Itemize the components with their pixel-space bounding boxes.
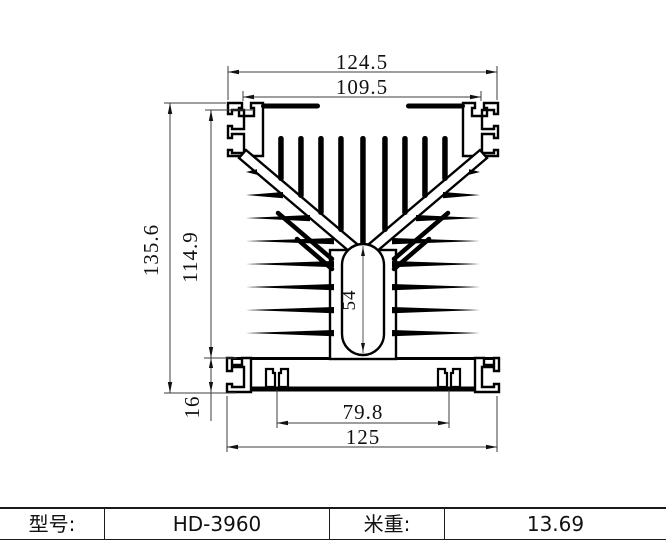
arrowhead xyxy=(486,444,497,450)
arrowhead xyxy=(208,382,214,392)
arrowhead xyxy=(243,94,254,100)
dim-bottom-outer xyxy=(226,396,498,452)
top-corner-block xyxy=(226,101,265,158)
side-fin xyxy=(246,238,334,245)
dim-fin-height-label: 114.9 xyxy=(178,231,202,282)
top-fin-stub xyxy=(261,103,320,109)
arrowhead xyxy=(208,110,214,121)
dim-overall-height-label: 135.6 xyxy=(139,224,163,276)
model-label-cell: 型号: xyxy=(0,509,105,539)
center-fin xyxy=(382,136,388,232)
dim-bottom-inner-label: 79.8 xyxy=(343,400,384,424)
center-fin xyxy=(338,136,344,232)
center-fin xyxy=(402,136,408,215)
arrowhead xyxy=(486,69,497,75)
arrowhead xyxy=(208,347,214,358)
arrowhead xyxy=(208,358,214,368)
heatsink-profile-drawing: 54 124.5 109.5 135.6 114.9 16 xyxy=(139,50,666,452)
side-fin xyxy=(246,169,257,175)
arrowhead xyxy=(361,247,365,256)
center-fin xyxy=(278,136,284,181)
center-fin-array xyxy=(278,136,448,247)
screw-boss-leg xyxy=(277,367,290,389)
dim-fin-height xyxy=(204,109,254,359)
dim-overall-height xyxy=(164,102,236,394)
center-fin xyxy=(298,136,304,198)
weight-label-cell: 米重: xyxy=(330,509,445,539)
inner-diagonal-fin xyxy=(275,210,335,262)
center-slot: 54 xyxy=(339,242,386,357)
center-fin xyxy=(422,136,428,198)
center-fin xyxy=(442,136,448,181)
screw-boss-leg xyxy=(264,367,277,389)
dim-top-outer-label: 124.5 xyxy=(336,50,388,74)
dim-top-inner-label: 109.5 xyxy=(336,75,388,99)
center-fin xyxy=(360,136,366,247)
dim-top-outer xyxy=(227,66,498,100)
model-value-cell: HD-3960 xyxy=(105,509,330,539)
arrowhead xyxy=(277,420,288,426)
arrowhead xyxy=(470,94,481,100)
spec-table: 型号: HD-3960 米重: 13.69 xyxy=(0,507,666,540)
bottom-corner-block xyxy=(225,356,253,394)
arrowhead xyxy=(438,420,449,426)
arrowhead xyxy=(227,444,238,450)
arrowhead xyxy=(167,382,173,393)
weight-value-cell: 13.69 xyxy=(526,512,585,536)
dim-center-slot-label: 54 xyxy=(339,290,360,311)
arrowhead xyxy=(361,343,365,352)
side-fin xyxy=(246,261,334,268)
dim-base-height-label: 16 xyxy=(180,396,204,419)
side-fin xyxy=(246,307,334,314)
dim-bottom-outer-label: 125 xyxy=(346,425,381,449)
dim-top-inner xyxy=(242,91,482,101)
side-fin xyxy=(246,284,334,291)
arrowhead xyxy=(228,69,239,75)
side-fin xyxy=(246,330,334,337)
side-fin xyxy=(246,192,283,199)
side-fin xyxy=(246,215,310,222)
center-fin xyxy=(318,136,324,215)
arrowhead xyxy=(167,103,173,114)
